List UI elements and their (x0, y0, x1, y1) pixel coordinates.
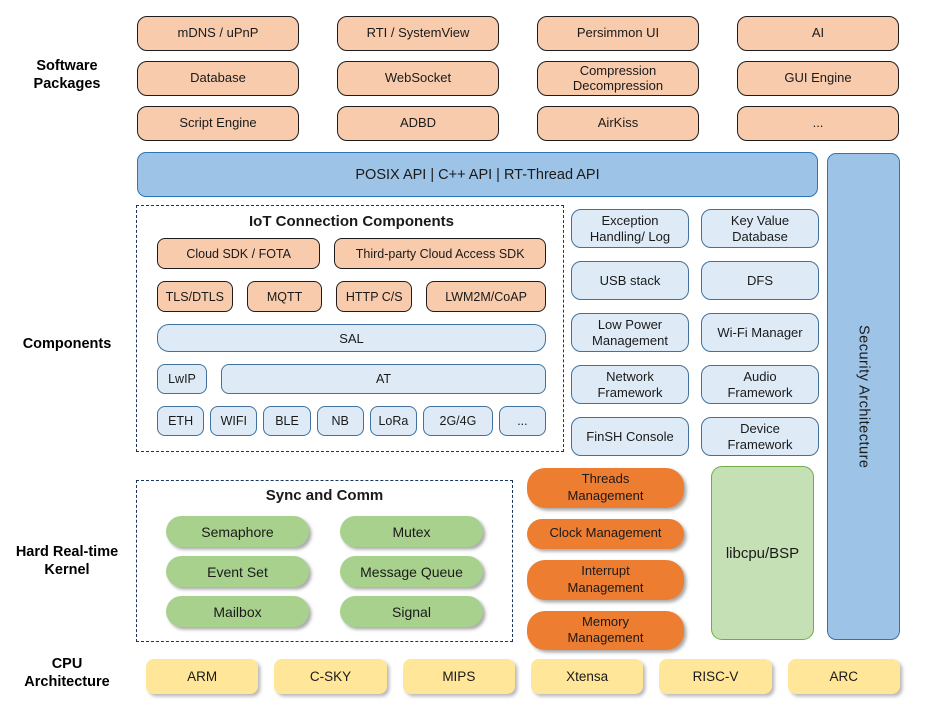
link-layer-row: ETH WIFI BLE NB LoRa 2G/4G ... (157, 406, 547, 436)
sync-and-comm-title: Sync and Comm (265, 487, 384, 504)
pill-semaphore: Semaphore (166, 516, 309, 547)
security-architecture-bar: Security Architecture (827, 153, 900, 640)
box-ble: BLE (263, 406, 311, 436)
box-third-party-cloud-sdk: Third-party Cloud Access SDK (334, 238, 546, 269)
package-box-compression: Compression Decompression (537, 61, 699, 96)
pill-clock-management: Clock Management (527, 518, 684, 549)
side-label-cpu-architecture: CPU Architecture (24, 656, 110, 691)
box-arc: ARC (787, 659, 900, 694)
package-box-more: ... (737, 106, 899, 141)
pill-signal: Signal (340, 596, 483, 627)
box-cloud-sdk-fota: Cloud SDK / FOTA (157, 238, 321, 269)
box-exception-handling-log: Exception Handling/ Log (571, 209, 689, 248)
package-box-airkiss: AirKiss (537, 106, 699, 141)
sal-row: SAL (157, 324, 546, 352)
box-at: AT (221, 364, 546, 394)
box-audio-framework: Audio Framework (701, 365, 819, 404)
box-tls-dtls: TLS/DTLS (157, 281, 233, 312)
box-device-framework: Device Framework (701, 417, 819, 456)
package-box-rti-systemview: RTI / SystemView (337, 16, 499, 51)
package-box-script-engine: Script Engine (137, 106, 299, 141)
components-grid: Exception Handling/ Log Key Value Databa… (571, 209, 819, 456)
libcpu-bsp-box: libcpu/BSP (711, 466, 814, 640)
pill-interrupt-management: Interrupt Management (527, 559, 684, 600)
pill-event-set: Event Set (166, 556, 309, 587)
software-packages-grid: mDNS / uPnP RTI / SystemView Persimmon U… (137, 16, 901, 141)
net-stack-row: LwIP AT (157, 364, 546, 394)
side-label-software-packages: Software Packages (33, 58, 101, 93)
security-architecture-label: Security Architecture (855, 324, 872, 469)
box-2g-4g: 2G/4G (423, 406, 493, 436)
box-eth: ETH (157, 406, 205, 436)
box-http-cs: HTTP C/S (336, 281, 413, 312)
cloud-sdk-row: Cloud SDK / FOTA Third-party Cloud Acces… (157, 238, 546, 269)
iot-connection-components-box: IoT Connection Components Cloud SDK / FO… (136, 205, 564, 452)
pill-threads-management: Threads Management (527, 468, 684, 508)
box-wifi-manager: Wi-Fi Manager (701, 313, 819, 352)
package-box-websocket: WebSocket (337, 61, 499, 96)
package-box-gui-engine: GUI Engine (737, 61, 899, 96)
pill-memory-management: Memory Management (527, 610, 684, 651)
box-usb-stack: USB stack (571, 261, 689, 300)
box-low-power-management: Low Power Management (571, 313, 689, 352)
package-box-ai: AI (737, 16, 899, 51)
box-more-links: ... (498, 406, 547, 436)
box-network-framework: Network Framework (571, 365, 689, 404)
pill-mutex: Mutex (340, 516, 483, 547)
box-lora: LoRa (369, 406, 418, 436)
iot-components-title: IoT Connection Components (249, 213, 454, 230)
package-box-adbd: ADBD (337, 106, 499, 141)
kernel-management-column: Threads Management Clock Management Inte… (527, 468, 684, 651)
pill-mailbox: Mailbox (166, 596, 309, 627)
box-mips: MIPS (402, 659, 515, 694)
side-label-components: Components (22, 336, 112, 352)
box-wifi: WIFI (210, 406, 258, 436)
cpu-architecture-row: ARM C-SKY MIPS Xtensa RISC-V ARC (146, 659, 900, 694)
box-mqtt: MQTT (246, 281, 323, 312)
box-lwip: LwIP (157, 364, 207, 394)
protocol-row: TLS/DTLS MQTT HTTP C/S LWM2M/CoAP (157, 281, 547, 312)
pill-message-queue: Message Queue (340, 556, 483, 587)
box-xtensa: Xtensa (530, 659, 644, 694)
sync-and-comm-box: Sync and Comm Semaphore Mutex Event Set … (136, 480, 513, 642)
box-sal: SAL (157, 324, 546, 352)
side-label-kernel: Hard Real-time Kernel (15, 544, 119, 579)
box-dfs: DFS (701, 261, 819, 300)
package-box-database: Database (137, 61, 299, 96)
package-box-persimmon-ui: Persimmon UI (537, 16, 699, 51)
box-c-sky: C-SKY (274, 659, 387, 694)
box-arm: ARM (146, 659, 259, 694)
api-layer-bar: POSIX API | C++ API | RT-Thread API (137, 152, 818, 197)
box-nb: NB (316, 406, 364, 436)
package-box-mdns-upnp: mDNS / uPnP (137, 16, 299, 51)
sync-and-comm-grid: Semaphore Mutex Event Set Message Queue … (166, 516, 483, 627)
box-risc-v: RISC-V (659, 659, 772, 694)
box-finsh-console: FinSH Console (571, 417, 689, 456)
box-lwm2m-coap: LWM2M/CoAP (426, 281, 547, 312)
box-key-value-database: Key Value Database (701, 209, 819, 248)
